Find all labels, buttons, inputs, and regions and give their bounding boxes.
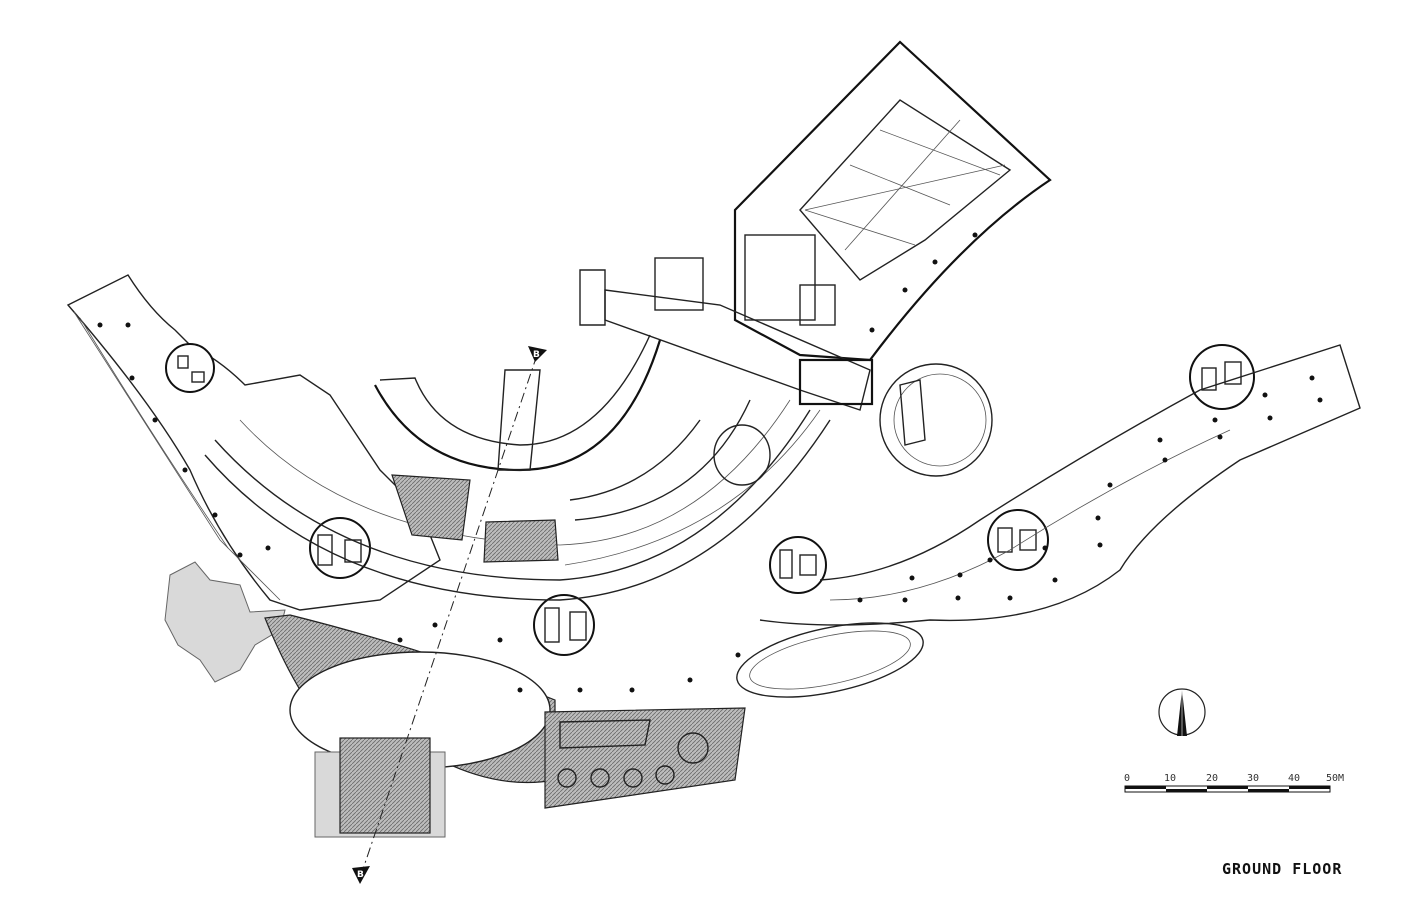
section-line: B B [352, 346, 547, 884]
scale-bar: 0 10 20 30 40 50M [1124, 773, 1344, 793]
stair-core-6 [1189, 344, 1255, 410]
north-east-block [579, 40, 1052, 411]
scale-label-50m: 50M [1326, 773, 1344, 784]
courtyards [391, 474, 559, 563]
right-wing [736, 344, 1361, 698]
north-arrow-icon [1158, 688, 1206, 736]
stair-core-1 [165, 343, 215, 393]
scale-label-10: 10 [1164, 773, 1176, 784]
svg-text:B: B [357, 870, 364, 880]
stair-core-3 [533, 594, 595, 656]
stair-core-2 [309, 517, 371, 579]
round-pavilion [879, 363, 993, 477]
columns [97, 232, 1323, 693]
drawing-title: GROUND FLOOR [1222, 860, 1343, 878]
scale-label-30: 30 [1247, 773, 1259, 784]
svg-text:B: B [533, 350, 540, 360]
central-arcs [204, 334, 831, 601]
scale-label-0: 0 [1124, 773, 1130, 784]
stair-core-5 [987, 509, 1049, 571]
scale-label-40: 40 [1288, 773, 1300, 784]
stair-core-4 [769, 536, 827, 594]
scale-label-20: 20 [1206, 773, 1218, 784]
left-wing [66, 274, 441, 683]
forecourt [264, 614, 746, 838]
